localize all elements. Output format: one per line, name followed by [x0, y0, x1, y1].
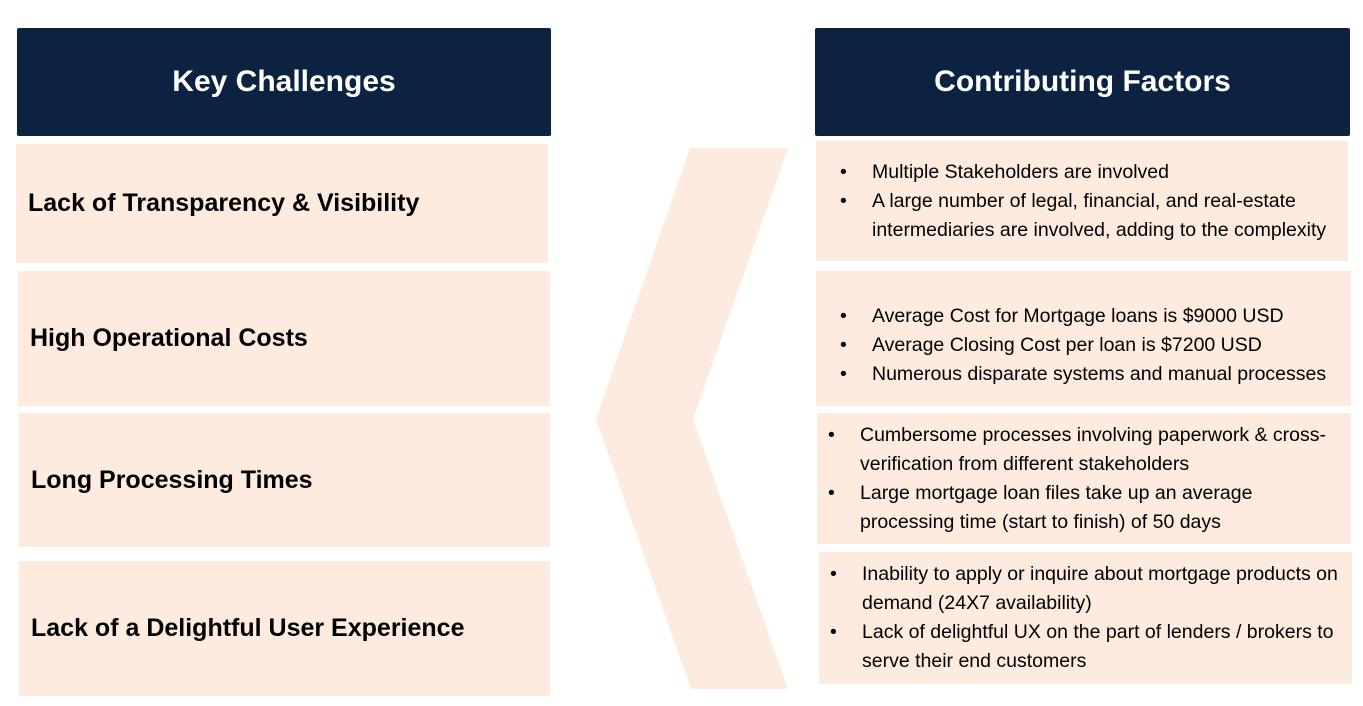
challenge-label: High Operational Costs: [30, 324, 308, 352]
key-challenges-title: Key Challenges: [172, 65, 396, 98]
factor-item: • Average Cost for Mortgage loans is $90…: [816, 302, 1351, 331]
bullet-icon: •: [840, 334, 847, 356]
challenge-operational-costs: High Operational Costs: [18, 271, 550, 406]
factor-text: Numerous disparate systems and manual pr…: [872, 363, 1327, 385]
key-challenges-header: Key Challenges: [17, 28, 551, 136]
challenge-label: Long Processing Times: [31, 465, 313, 494]
challenge-label: Lack of a Delightful User Experience: [31, 614, 465, 642]
bullet-icon: •: [828, 481, 835, 504]
bullet-icon: •: [830, 621, 837, 643]
factor-text: Large mortgage loan files take up an ave…: [860, 481, 1253, 533]
bullet-icon: •: [828, 423, 835, 446]
factor-item: • Lack of delightful UX on the part of l…: [819, 618, 1352, 676]
contributing-factors-header: Contributing Factors: [815, 28, 1350, 136]
factor-list: • Inability to apply or inquire about mo…: [819, 560, 1352, 676]
factors-processing-times: • Cumbersome processes involving paperwo…: [817, 413, 1351, 544]
bullet-icon: •: [840, 305, 847, 327]
factors-operational-costs: • Average Cost for Mortgage loans is $90…: [816, 271, 1351, 406]
factor-text: A large number of legal, financial, and …: [872, 189, 1327, 241]
bullet-icon: •: [840, 189, 847, 212]
factor-item: • Numerous disparate systems and manual …: [816, 360, 1351, 389]
factors-transparency: • Multiple Stakeholders are involved • A…: [816, 141, 1348, 261]
factor-item: • Inability to apply or inquire about mo…: [819, 560, 1352, 618]
bullet-icon: •: [840, 363, 847, 385]
factor-text: Cumbersome processes involving paperwork…: [860, 423, 1327, 475]
factor-list: • Cumbersome processes involving paperwo…: [817, 421, 1351, 537]
factor-item: • Cumbersome processes involving paperwo…: [817, 421, 1351, 479]
factor-text: Average Closing Cost per loan is $7200 U…: [872, 334, 1262, 356]
factor-list: • Multiple Stakeholders are involved • A…: [816, 158, 1348, 245]
factor-item: • A large number of legal, financial, an…: [816, 187, 1348, 245]
bullet-icon: •: [830, 563, 837, 585]
factor-text: Lack of delightful UX on the part of len…: [862, 621, 1334, 672]
factor-list: • Average Cost for Mortgage loans is $90…: [816, 302, 1351, 389]
factor-item: • Average Closing Cost per loan is $7200…: [816, 331, 1351, 360]
factor-text: Multiple Stakeholders are involved: [872, 160, 1169, 183]
challenge-user-experience: Lack of a Delightful User Experience: [19, 561, 550, 696]
challenge-processing-times: Long Processing Times: [19, 413, 550, 547]
challenge-label: Lack of Transparency & Visibility: [28, 189, 420, 217]
factor-item: • Multiple Stakeholders are involved: [816, 158, 1348, 187]
bullet-icon: •: [840, 160, 847, 183]
factors-user-experience: • Inability to apply or inquire about mo…: [819, 552, 1352, 684]
factor-text: Average Cost for Mortgage loans is $9000…: [872, 305, 1284, 327]
challenge-transparency: Lack of Transparency & Visibility: [16, 144, 548, 263]
contributing-factors-title: Contributing Factors: [934, 65, 1231, 98]
factor-item: • Large mortgage loan files take up an a…: [817, 479, 1351, 537]
factor-text: Inability to apply or inquire about mort…: [862, 563, 1338, 614]
